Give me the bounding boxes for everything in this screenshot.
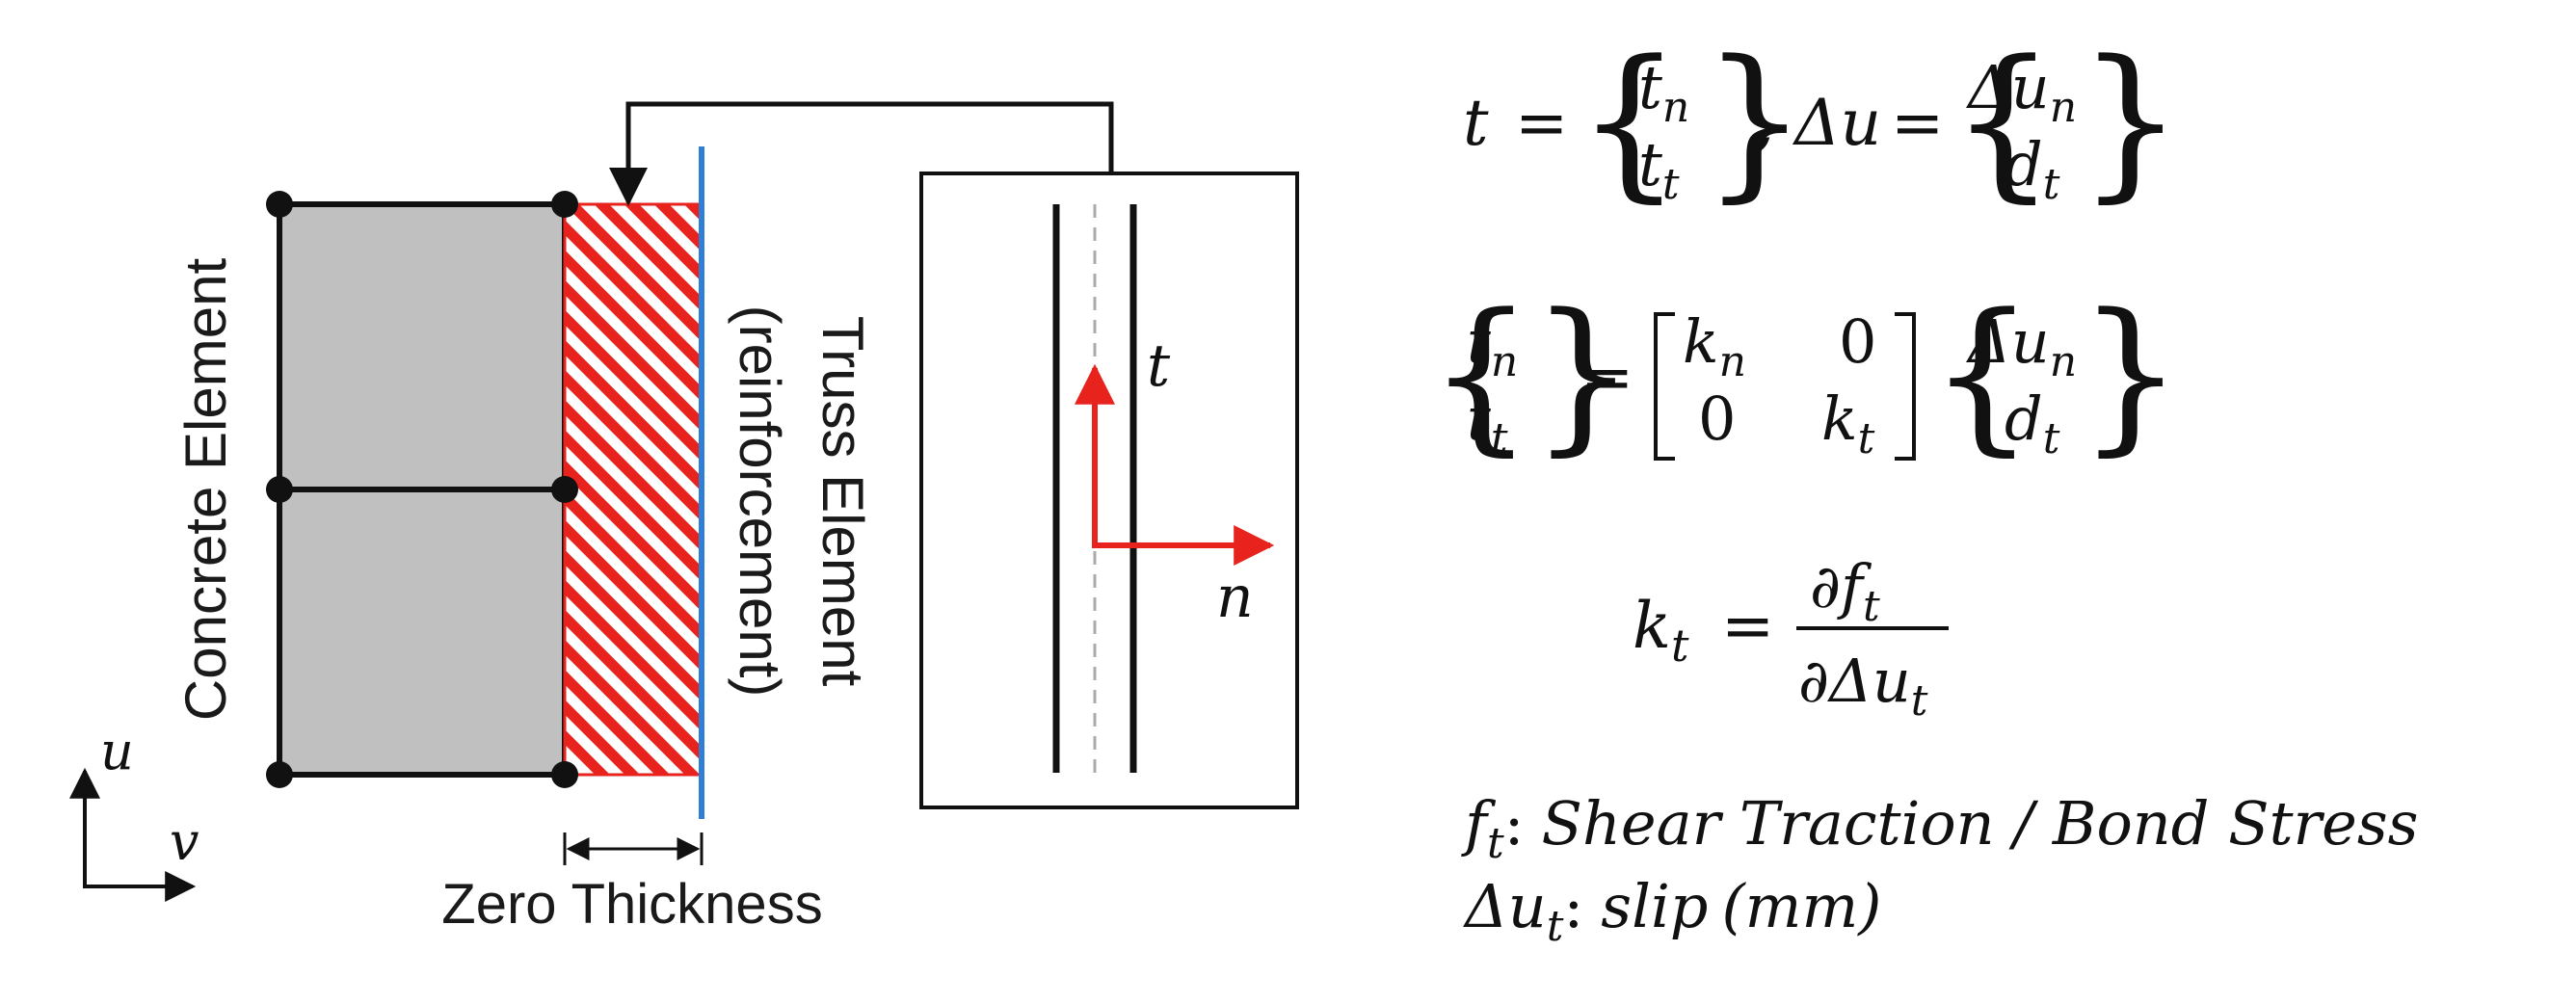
equation-constitutive-matrix: { tn tt } = kn 0 0 kt { Δun dt }	[1428, 277, 2183, 471]
u-axis-label: u	[100, 721, 134, 781]
eq2-brace-left2: {	[1929, 277, 2034, 471]
concrete-element	[277, 201, 568, 778]
concrete-element-label: Concrete Element	[173, 258, 238, 722]
global-axes: u v	[69, 721, 199, 902]
eq3-kt: kt	[1633, 589, 1689, 672]
interface-element	[563, 202, 704, 777]
eq1-brace-left2: {	[1951, 24, 2056, 218]
node	[266, 476, 293, 503]
eq2-dt: dt	[2005, 383, 2060, 463]
detail-box-frame	[919, 172, 1299, 809]
eq3-equals: =	[1721, 589, 1774, 663]
eq1-brace-right: }	[1702, 24, 1807, 218]
def-shear-traction: ft:Shear Traction / Bond Stress	[1461, 788, 2419, 868]
eq2-brace-right2: }	[2078, 277, 2183, 471]
eq2-kn: kn	[1683, 306, 1746, 386]
eq2-bracket-right	[1895, 312, 1916, 461]
eq2-brace-right: }	[1530, 277, 1635, 471]
eq3-numerator: ∂ft	[1810, 551, 1880, 631]
concrete-element-upper	[277, 201, 568, 492]
eq1-equals: =	[1515, 86, 1568, 160]
local-axis-t-label: t	[1147, 332, 1171, 400]
node	[266, 761, 293, 788]
eq1-dt: dt	[2005, 129, 2060, 209]
eq3-denominator: ∂Δut	[1798, 646, 1928, 726]
eq1-equals2: =	[1891, 86, 1944, 160]
concrete-element-lower	[277, 487, 568, 778]
def-slip: Δut:slip(mm)	[1463, 871, 1881, 951]
eq1-dun: Δun	[1966, 52, 2077, 132]
eq1-tt: tt	[1638, 129, 1680, 209]
eq2-zero2: 0	[1698, 383, 1736, 454]
equation-traction-displacement-vectors: t = { tn tt } , Δu = { Δun dt }	[1463, 24, 2183, 218]
eq1-comma-delta-u: , Δu	[1754, 86, 1881, 160]
eq2-tn: tn	[1467, 306, 1518, 386]
equation-shear-stiffness: kt = ∂ft ∂Δut	[1633, 551, 1949, 726]
zero-thickness-dimension: Zero Thickness	[441, 832, 823, 936]
eq1-t: t	[1463, 86, 1489, 160]
eq2-dun: Δun	[1966, 306, 2077, 386]
eq2-zero1: 0	[1839, 306, 1876, 377]
eq1-tn: tn	[1638, 52, 1689, 132]
node	[551, 476, 578, 503]
eq2-brace-left: {	[1428, 277, 1533, 471]
truss-element-label: Truss Element	[810, 316, 875, 687]
v-axis-label: v	[170, 811, 199, 872]
eq2-bracket-left	[1654, 312, 1675, 461]
eq2-tt: tt	[1467, 383, 1508, 463]
eq2-kt: kt	[1821, 383, 1875, 463]
truss-element-sublabel: (reinforcement)	[728, 305, 792, 698]
node	[266, 191, 293, 218]
node	[551, 191, 578, 218]
local-axis-n-label: n	[1216, 564, 1254, 631]
symbol-definitions: ft:Shear Traction / Bond Stress Δut:slip…	[1461, 788, 2419, 951]
eq2-equals: =	[1580, 340, 1633, 414]
eq1-brace-right2: }	[2078, 24, 2183, 218]
node	[551, 761, 578, 788]
detail-connector-arrow	[609, 101, 1114, 206]
element-nodes	[266, 191, 578, 788]
eq1-brace-left: {	[1577, 24, 1682, 218]
zero-thickness-label: Zero Thickness	[441, 873, 822, 936]
interface-detail-box: t n	[919, 172, 1299, 809]
